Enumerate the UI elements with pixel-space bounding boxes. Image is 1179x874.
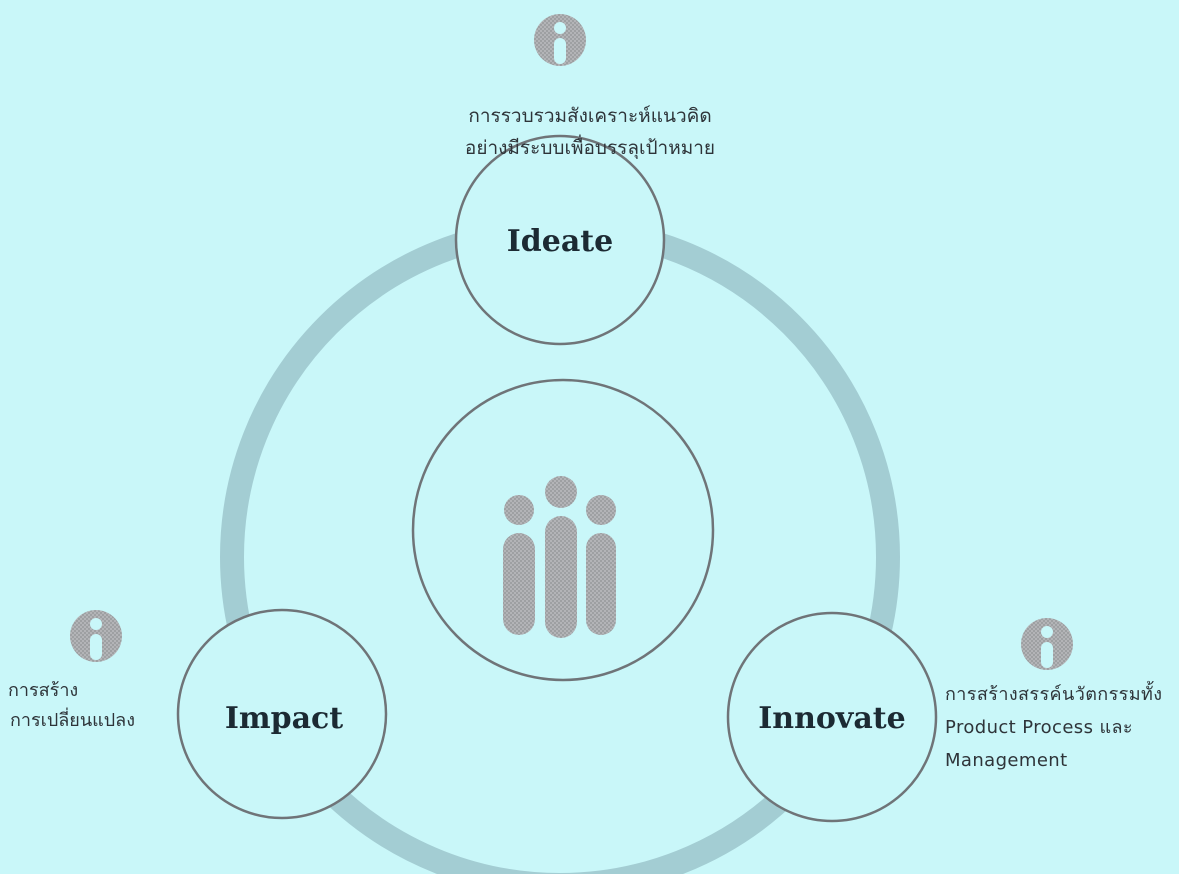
innovate-description-line: การสร้างสรรค์นวัตกรรมทั้ง — [945, 684, 1163, 705]
ideate-description: การรวบรวมสังเคราะห์แนวคิด อย่างมีระบบเพื… — [420, 100, 760, 164]
innovate-description: การสร้างสรรค์นวัตกรรมทั้ง Product Proces… — [945, 678, 1177, 777]
impact-circle — [176, 608, 388, 820]
info-person-icon — [1021, 618, 1073, 670]
impact-title: Impact — [225, 701, 343, 736]
innovate-description-line: Product Process และ — [945, 717, 1133, 738]
impact-description-line: การเปลี่ยนแปลง — [10, 710, 135, 731]
three-people-logo-icon — [503, 476, 616, 638]
innovate-description-line: Management — [945, 750, 1068, 771]
info-person-icon — [70, 610, 122, 662]
innovate-circle — [726, 611, 938, 823]
impact-description: การสร้าง การเปลี่ยนแปลง — [8, 676, 188, 736]
impact-description-line: การสร้าง — [8, 680, 79, 701]
ideate-title: Ideate — [507, 224, 613, 259]
ideate-circle — [454, 134, 666, 346]
innovate-title: Innovate — [758, 701, 905, 736]
ideate-description-line: การรวบรวมสังเคราะห์แนวคิด — [468, 105, 712, 127]
ideate-description-line: อย่างมีระบบเพื่อบรรลุเป้าหมาย — [464, 137, 716, 159]
info-person-icon — [534, 14, 586, 66]
